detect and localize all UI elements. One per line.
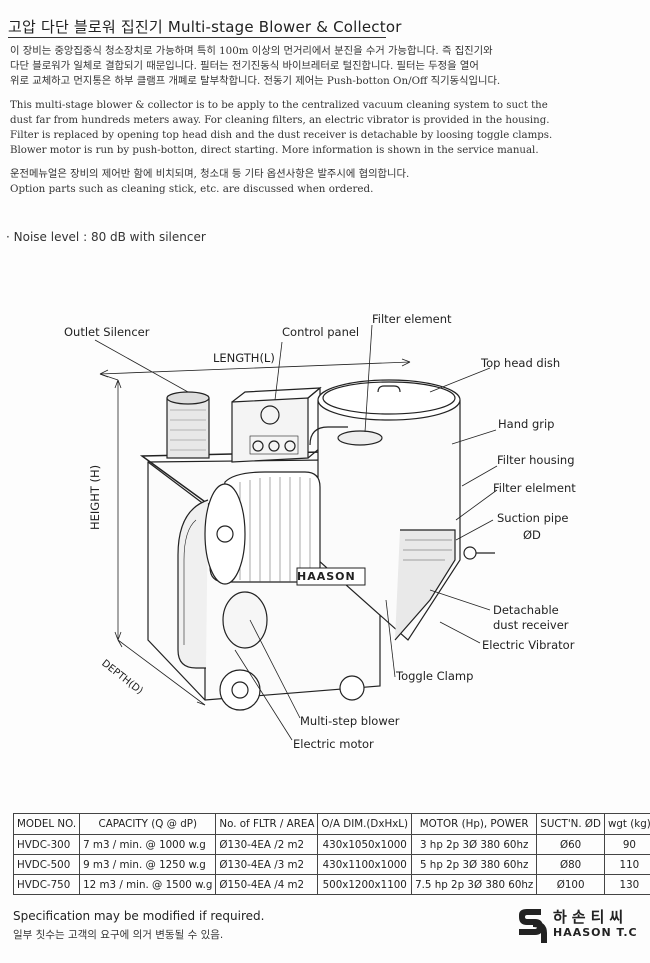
- table-row: HVDC-750 12 m3 / min. @ 1500 w.g Ø150-4E…: [12, 874, 650, 895]
- cell-weight: 90: [603, 834, 650, 855]
- table-row: HVDC-500 9 m3 / min. @ 1250 w.g Ø130-4EA…: [12, 854, 650, 875]
- cell-suction: Ø80: [536, 854, 605, 875]
- english-line: Filter is replaced by opening top head d…: [10, 130, 553, 141]
- header-capacity: CAPACITY (Q @ dP): [79, 813, 217, 835]
- header-motor: MOTOR (Hp), POWER: [411, 813, 538, 835]
- label-detachable: Detachable: [493, 603, 559, 617]
- option-note-kr: 운전메뉴얼은 장비의 제어반 함에 비치되며, 청소대 등 기타 옵션사항은 발…: [10, 168, 410, 180]
- cell-motor: 3 hp 2p 3Ø 380 60hz: [411, 834, 538, 855]
- label-multi-step-blower: Multi-step blower: [300, 714, 400, 728]
- korean-line: 위로 교체하고 먼지통은 하부 클램프 개폐로 탈부착합니다. 전동기 제어는 …: [10, 75, 501, 87]
- label-filter-housing: Filter housing: [497, 453, 575, 467]
- header-suction: SUCT'N. ØD: [536, 813, 605, 835]
- korean-line: 다단 블로워가 일체로 결합되기 때문입니다. 필터는 전기진동식 바이브레터로…: [10, 60, 479, 72]
- label-suction-diameter: ØD: [523, 528, 541, 542]
- cell-model: HVDC-500: [12, 854, 81, 875]
- cell-dimension: 430x1050x1000: [317, 834, 413, 855]
- header-weight: wgt (kg): [603, 813, 650, 835]
- leader-lines: [94, 324, 498, 741]
- english-line: Blower motor is run by push-botton, dire…: [10, 145, 539, 156]
- label-suction-pipe: Suction pipe: [497, 511, 569, 525]
- label-electric-motor: Electric motor: [293, 737, 374, 751]
- label-control-panel: Control panel: [282, 325, 360, 339]
- cell-capacity: 9 m3 / min. @ 1250 w.g: [79, 854, 217, 875]
- blower-motor: [177, 471, 366, 711]
- korean-description: 이 장비는 중앙집중식 청소장치로 가능하며 특히 100m 이상의 먼거리에서…: [10, 44, 500, 89]
- cell-motor: 5 hp 2p 3Ø 380 60hz: [411, 854, 538, 875]
- english-line: dust far from hundreds meters away. For …: [10, 115, 550, 126]
- page-title: 고압 다단 블로워 집진기 Multi-stage Blower & Colle…: [8, 18, 402, 36]
- label-hand-grip: Hand grip: [498, 417, 555, 431]
- cell-weight: 130: [603, 874, 650, 895]
- english-description: This multi-stage blower & collector is t…: [10, 98, 552, 158]
- logo-english: HAASON T.C: [553, 926, 638, 939]
- cell-filter: Ø130-4EA /3 m2: [215, 854, 319, 875]
- cell-weight: 110: [603, 854, 650, 875]
- cell-model: HVDC-300: [12, 834, 81, 855]
- title-underline: [8, 37, 386, 38]
- cell-dimension: 500x1200x1100: [317, 874, 413, 895]
- table-header-row: MODEL NO. CAPACITY (Q @ dP) No. of FLTR …: [12, 813, 650, 835]
- logo-korean: 하손티씨: [553, 908, 629, 926]
- header-dimension: O/A DIM.(DxHxL): [317, 813, 413, 835]
- cell-motor: 7.5 hp 2p 3Ø 380 60hz: [411, 874, 538, 895]
- noise-level: · Noise level : 80 dB with silencer: [6, 230, 206, 244]
- label-electric-vibrator: Electric Vibrator: [482, 638, 575, 652]
- spec-table: MODEL NO. CAPACITY (Q @ dP) No. of FLTR …: [12, 813, 650, 895]
- haason-logo-icon: [519, 909, 547, 943]
- header-model: MODEL NO.: [12, 813, 81, 835]
- option-note: 운전메뉴얼은 장비의 제어반 함에 비치되며, 청소대 등 기타 옵션사항은 발…: [10, 167, 409, 197]
- cell-suction: Ø60: [536, 834, 605, 855]
- label-length: LENGTH(L): [213, 351, 275, 365]
- equipment-diagram: Outlet Silencer Control panel Filter ele…: [0, 300, 650, 770]
- english-line: This multi-stage blower & collector is t…: [10, 100, 548, 111]
- footnote-kr: 일부 칫수는 고객의 요구에 의거 변동될 수 있음.: [13, 929, 224, 941]
- cell-capacity: 12 m3 / min. @ 1500 w.g: [79, 874, 217, 895]
- header-filter: No. of FLTR / AREA: [215, 813, 319, 835]
- cell-capacity: 7 m3 / min. @ 1000 w.g: [79, 834, 217, 855]
- korean-line: 이 장비는 중앙집중식 청소장치로 가능하며 특히 100m 이상의 먼거리에서…: [10, 45, 493, 57]
- cell-model: HVDC-750: [12, 874, 81, 895]
- label-filter-element: Filter elelment: [493, 481, 576, 495]
- cell-filter: Ø130-4EA /2 m2: [215, 834, 319, 855]
- control-panel-box: [231, 386, 322, 463]
- filter-element-cutaway: [309, 426, 383, 446]
- table-row: HVDC-300 7 m3 / min. @ 1000 w.g Ø130-4EA…: [12, 834, 650, 855]
- cell-dimension: 430x1100x1000: [317, 854, 413, 875]
- cell-suction: Ø100: [536, 874, 605, 895]
- label-filter-element-top: Filter element: [372, 312, 452, 326]
- label-outlet-silencer: Outlet Silencer: [64, 325, 150, 339]
- footnote: Specification may be modified if require…: [13, 909, 265, 923]
- outlet-silencer: [166, 391, 210, 459]
- cell-filter: Ø150-4EA /4 m2: [215, 874, 319, 895]
- brand-plate: HAASON: [297, 570, 356, 583]
- label-top-head-dish: Top head dish: [481, 356, 561, 370]
- label-height: HEIGHT (H): [88, 464, 102, 530]
- label-dust-receiver: dust receiver: [493, 618, 569, 632]
- equipment-drawing: [94, 324, 498, 741]
- label-toggle-clamp: Toggle Clamp: [396, 669, 474, 683]
- dimension-lines: [99, 358, 411, 706]
- option-note-en: Option parts such as cleaning stick, etc…: [10, 183, 374, 195]
